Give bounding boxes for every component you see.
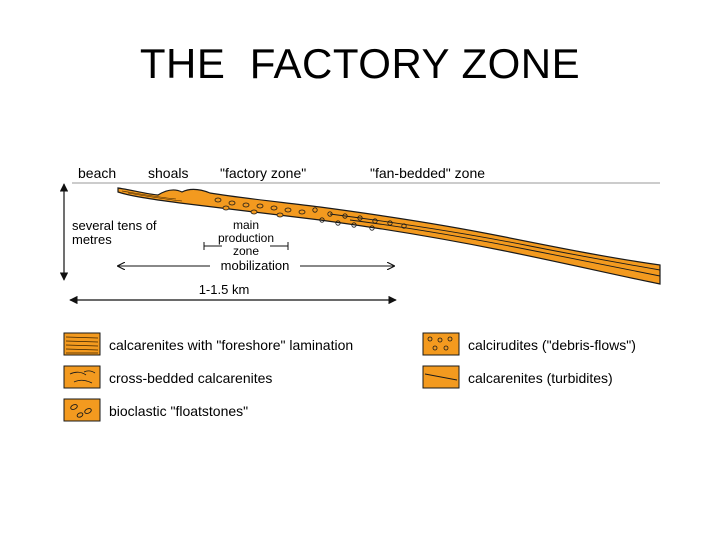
legend-label-floatstones: bioclastic "floatstones" xyxy=(109,403,248,419)
legend-swatch-floatstones xyxy=(63,398,101,422)
debris-flow-clasts xyxy=(312,207,407,231)
slide-title: THE FACTORY ZONE xyxy=(139,40,581,87)
depth-label-line2: metres xyxy=(72,232,112,247)
legend-label-turbidites: calcarenites (turbidites) xyxy=(468,370,613,386)
legend-swatch-foreshore xyxy=(63,332,101,356)
legend-label-cross-bedded: cross-bedded calcarenites xyxy=(109,370,272,386)
legend-swatch-calcirudites xyxy=(422,332,460,356)
label-shoals: shoals xyxy=(148,165,188,181)
bioclast-floatstones xyxy=(214,197,306,218)
legend-label-foreshore: calcarenites with "foreshore" lamination xyxy=(109,337,353,353)
legend-swatch-turbidites xyxy=(422,365,460,389)
scale-label: 1-1.5 km xyxy=(199,282,250,297)
depth-label-line1: several tens of xyxy=(72,218,157,233)
sediment-wedge xyxy=(117,187,661,285)
production-zone-bracket xyxy=(203,242,289,250)
legend-swatch-cross-bedded xyxy=(63,365,101,389)
label-fan-bedded-zone: "fan-bedded" zone xyxy=(370,165,485,181)
production-label-line1: main xyxy=(233,218,259,232)
production-label-line3: zone xyxy=(233,244,259,258)
mobilization-label: mobilization xyxy=(221,258,290,273)
label-beach: beach xyxy=(78,165,116,181)
production-label-line2: production xyxy=(218,231,274,245)
label-factory-zone: "factory zone" xyxy=(220,165,306,181)
foreshore-lamination xyxy=(121,190,183,202)
legend-label-calcirudites: calcirudites ("debris-flows") xyxy=(468,337,636,353)
